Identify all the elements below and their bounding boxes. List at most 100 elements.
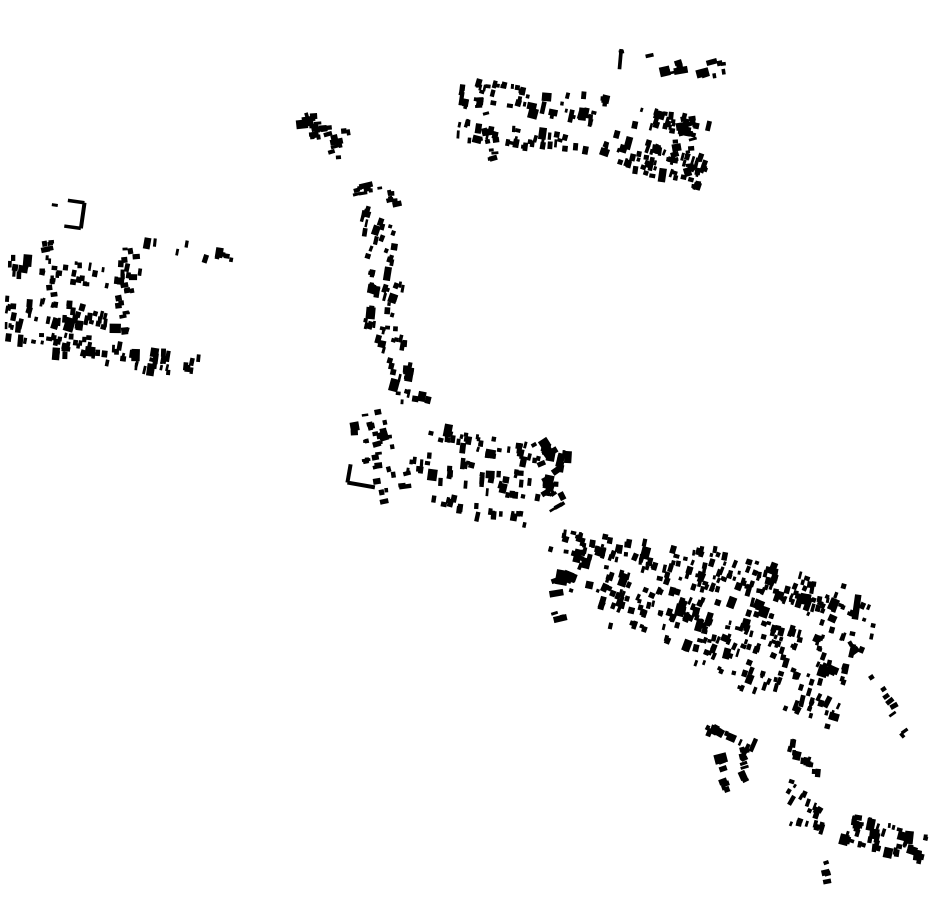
building [835, 702, 841, 710]
building [349, 421, 360, 432]
settlement-south-east-town [547, 529, 909, 739]
building [379, 223, 386, 231]
building [474, 502, 479, 510]
building [798, 793, 805, 801]
building [45, 284, 53, 291]
building [773, 676, 778, 683]
building [306, 117, 316, 122]
building [815, 692, 823, 702]
building [95, 320, 101, 327]
building [39, 333, 45, 338]
building [549, 485, 555, 493]
building [828, 628, 834, 634]
building [803, 596, 810, 602]
building [691, 183, 696, 189]
building [127, 247, 134, 255]
building [384, 307, 391, 315]
building [870, 622, 876, 629]
building [581, 145, 589, 155]
building [754, 560, 760, 566]
building [841, 632, 847, 642]
building [716, 577, 721, 584]
building [915, 849, 922, 855]
building [87, 262, 92, 271]
building [761, 681, 768, 692]
building [102, 318, 108, 328]
building [721, 551, 729, 561]
building [722, 561, 727, 567]
building [740, 755, 749, 762]
building [789, 739, 797, 748]
building [846, 611, 853, 617]
building [68, 333, 74, 340]
building [530, 441, 538, 448]
building [692, 643, 700, 653]
building [510, 83, 515, 89]
building [645, 52, 654, 59]
building [919, 853, 925, 861]
building [496, 470, 501, 478]
building [657, 167, 667, 183]
building [653, 108, 659, 116]
building [557, 491, 567, 502]
building [688, 136, 698, 142]
building [374, 462, 383, 469]
building [625, 581, 632, 589]
building [388, 377, 401, 393]
building [488, 154, 498, 162]
building [372, 235, 379, 246]
building [440, 501, 448, 508]
building [690, 155, 696, 165]
building [709, 643, 718, 654]
building [38, 269, 46, 276]
building [808, 761, 814, 768]
building [650, 564, 658, 570]
building [109, 323, 121, 334]
building [716, 665, 722, 671]
building [541, 92, 552, 102]
building [814, 604, 822, 613]
building [498, 511, 503, 517]
building [62, 314, 67, 323]
building [527, 477, 532, 486]
building [817, 699, 825, 708]
building [4, 321, 8, 330]
building [335, 155, 342, 160]
building [728, 603, 733, 609]
building [710, 634, 717, 642]
building [868, 674, 875, 681]
building [712, 73, 717, 79]
building [368, 283, 375, 289]
building [196, 354, 201, 363]
building [327, 148, 336, 155]
building [857, 840, 862, 848]
building [523, 441, 528, 449]
building [576, 110, 582, 120]
building [850, 645, 861, 656]
building [708, 558, 716, 568]
building [806, 580, 813, 589]
building [10, 311, 17, 322]
building [582, 542, 587, 548]
building [122, 310, 130, 315]
building [743, 623, 751, 633]
building [534, 493, 541, 502]
building [810, 596, 817, 604]
building [111, 344, 115, 353]
building [419, 459, 424, 467]
building [612, 129, 621, 139]
building [478, 89, 485, 95]
building [680, 152, 685, 161]
building [101, 350, 108, 358]
building [51, 347, 61, 361]
building [358, 190, 368, 196]
building [484, 451, 490, 459]
building [541, 475, 551, 484]
building [833, 667, 840, 676]
building [547, 132, 552, 140]
building [708, 582, 717, 593]
building [772, 568, 779, 576]
building [772, 588, 780, 595]
building [447, 469, 454, 478]
building [78, 340, 83, 346]
